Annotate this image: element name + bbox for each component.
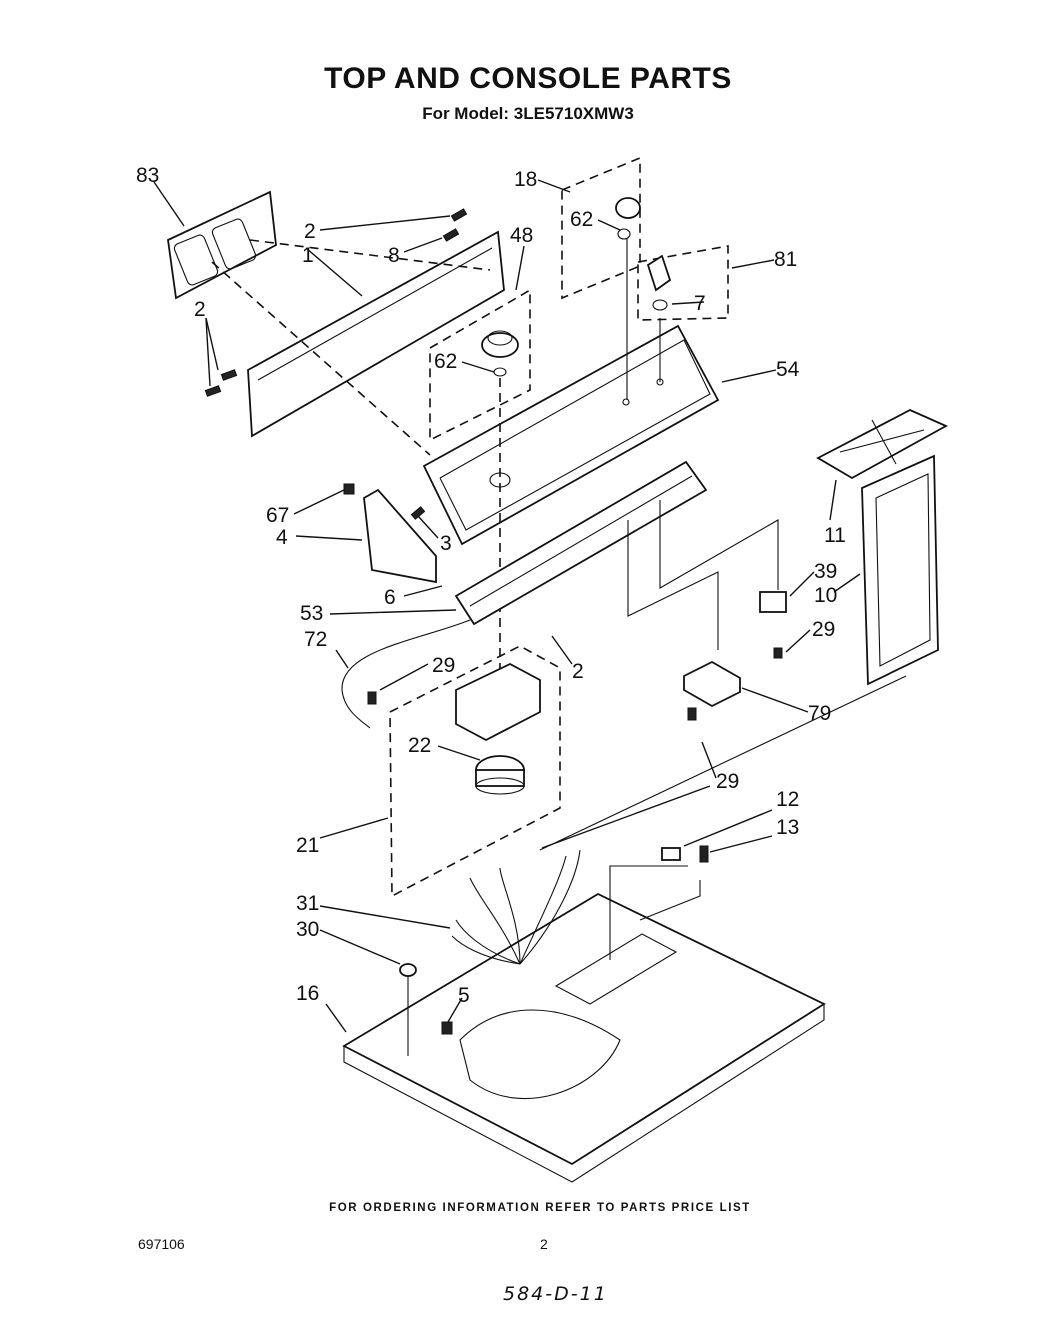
callout-1: 1 [302,244,314,267]
part-62-knob [481,330,519,377]
callout-3: 3 [440,532,452,555]
part-79-bracket [683,660,741,721]
callout-29-left: 29 [432,654,455,677]
part-81-push-button [646,254,672,311]
callout-31: 31 [296,892,319,915]
page-number: 2 [540,1236,548,1252]
part-16-top-cover [342,892,826,1183]
callout-83: 83 [136,164,159,187]
callout-7: 7 [694,292,706,315]
callout-4: 4 [276,526,288,549]
callout-5: 5 [458,984,470,1007]
callout-10: 10 [814,584,837,607]
callout-62-lower: 62 [434,350,457,373]
callout-79: 79 [808,702,831,725]
callout-18: 18 [514,168,537,191]
callout-72: 72 [304,628,327,651]
part-1-panel [247,230,505,438]
callout-29-right: 29 [812,618,835,641]
callout-22: 22 [408,734,431,757]
part-53-channel [454,460,708,626]
callout-62-upper: 62 [570,208,593,231]
handwritten-reference: 584-D-11 [503,1283,608,1305]
callout-81: 81 [774,248,797,271]
document-number: 697106 [138,1236,185,1252]
callout-2-upper: 2 [304,220,316,243]
part-30-grommet [399,963,417,977]
callout-29-lower: 29 [716,770,739,793]
part-12-clip [661,847,681,861]
callout-39: 39 [814,560,837,583]
part-5-clip [441,1021,453,1035]
callout-21: 21 [296,834,319,857]
callout-2-left: 2 [194,298,206,321]
part-13-screw [699,845,709,863]
ordering-note: FOR ORDERING INFORMATION REFER TO PARTS … [329,1202,751,1214]
callout-2-lower: 2 [572,660,584,683]
callout-6: 6 [384,586,396,609]
callout-8: 8 [388,244,400,267]
model-subtitle: For Model: 3LE5710XMW3 [422,104,634,123]
part-31-wire-harness [451,849,621,1100]
part-4-endcap [343,483,437,584]
part-39-switch [759,591,787,659]
callout-16: 16 [296,982,319,1005]
part-54-console [422,324,720,546]
part-10-lint-housing [861,454,939,686]
screw-icon [204,208,468,397]
callout-54: 54 [776,358,800,381]
callout-30: 30 [296,918,319,941]
callout-11: 11 [824,524,846,547]
callout-53: 53 [300,602,323,625]
part-22-motor [455,662,541,795]
callout-48: 48 [510,224,533,247]
part-72-wire [341,619,471,729]
page-title: TOP AND CONSOLE PARTS [324,62,732,95]
callout-13: 13 [776,816,799,839]
part-83-bezel [167,190,277,300]
callout-67: 67 [266,504,289,527]
part-62-knob-upper [615,197,641,240]
callout-12: 12 [776,788,799,811]
part-11-lint-screen [816,409,949,480]
